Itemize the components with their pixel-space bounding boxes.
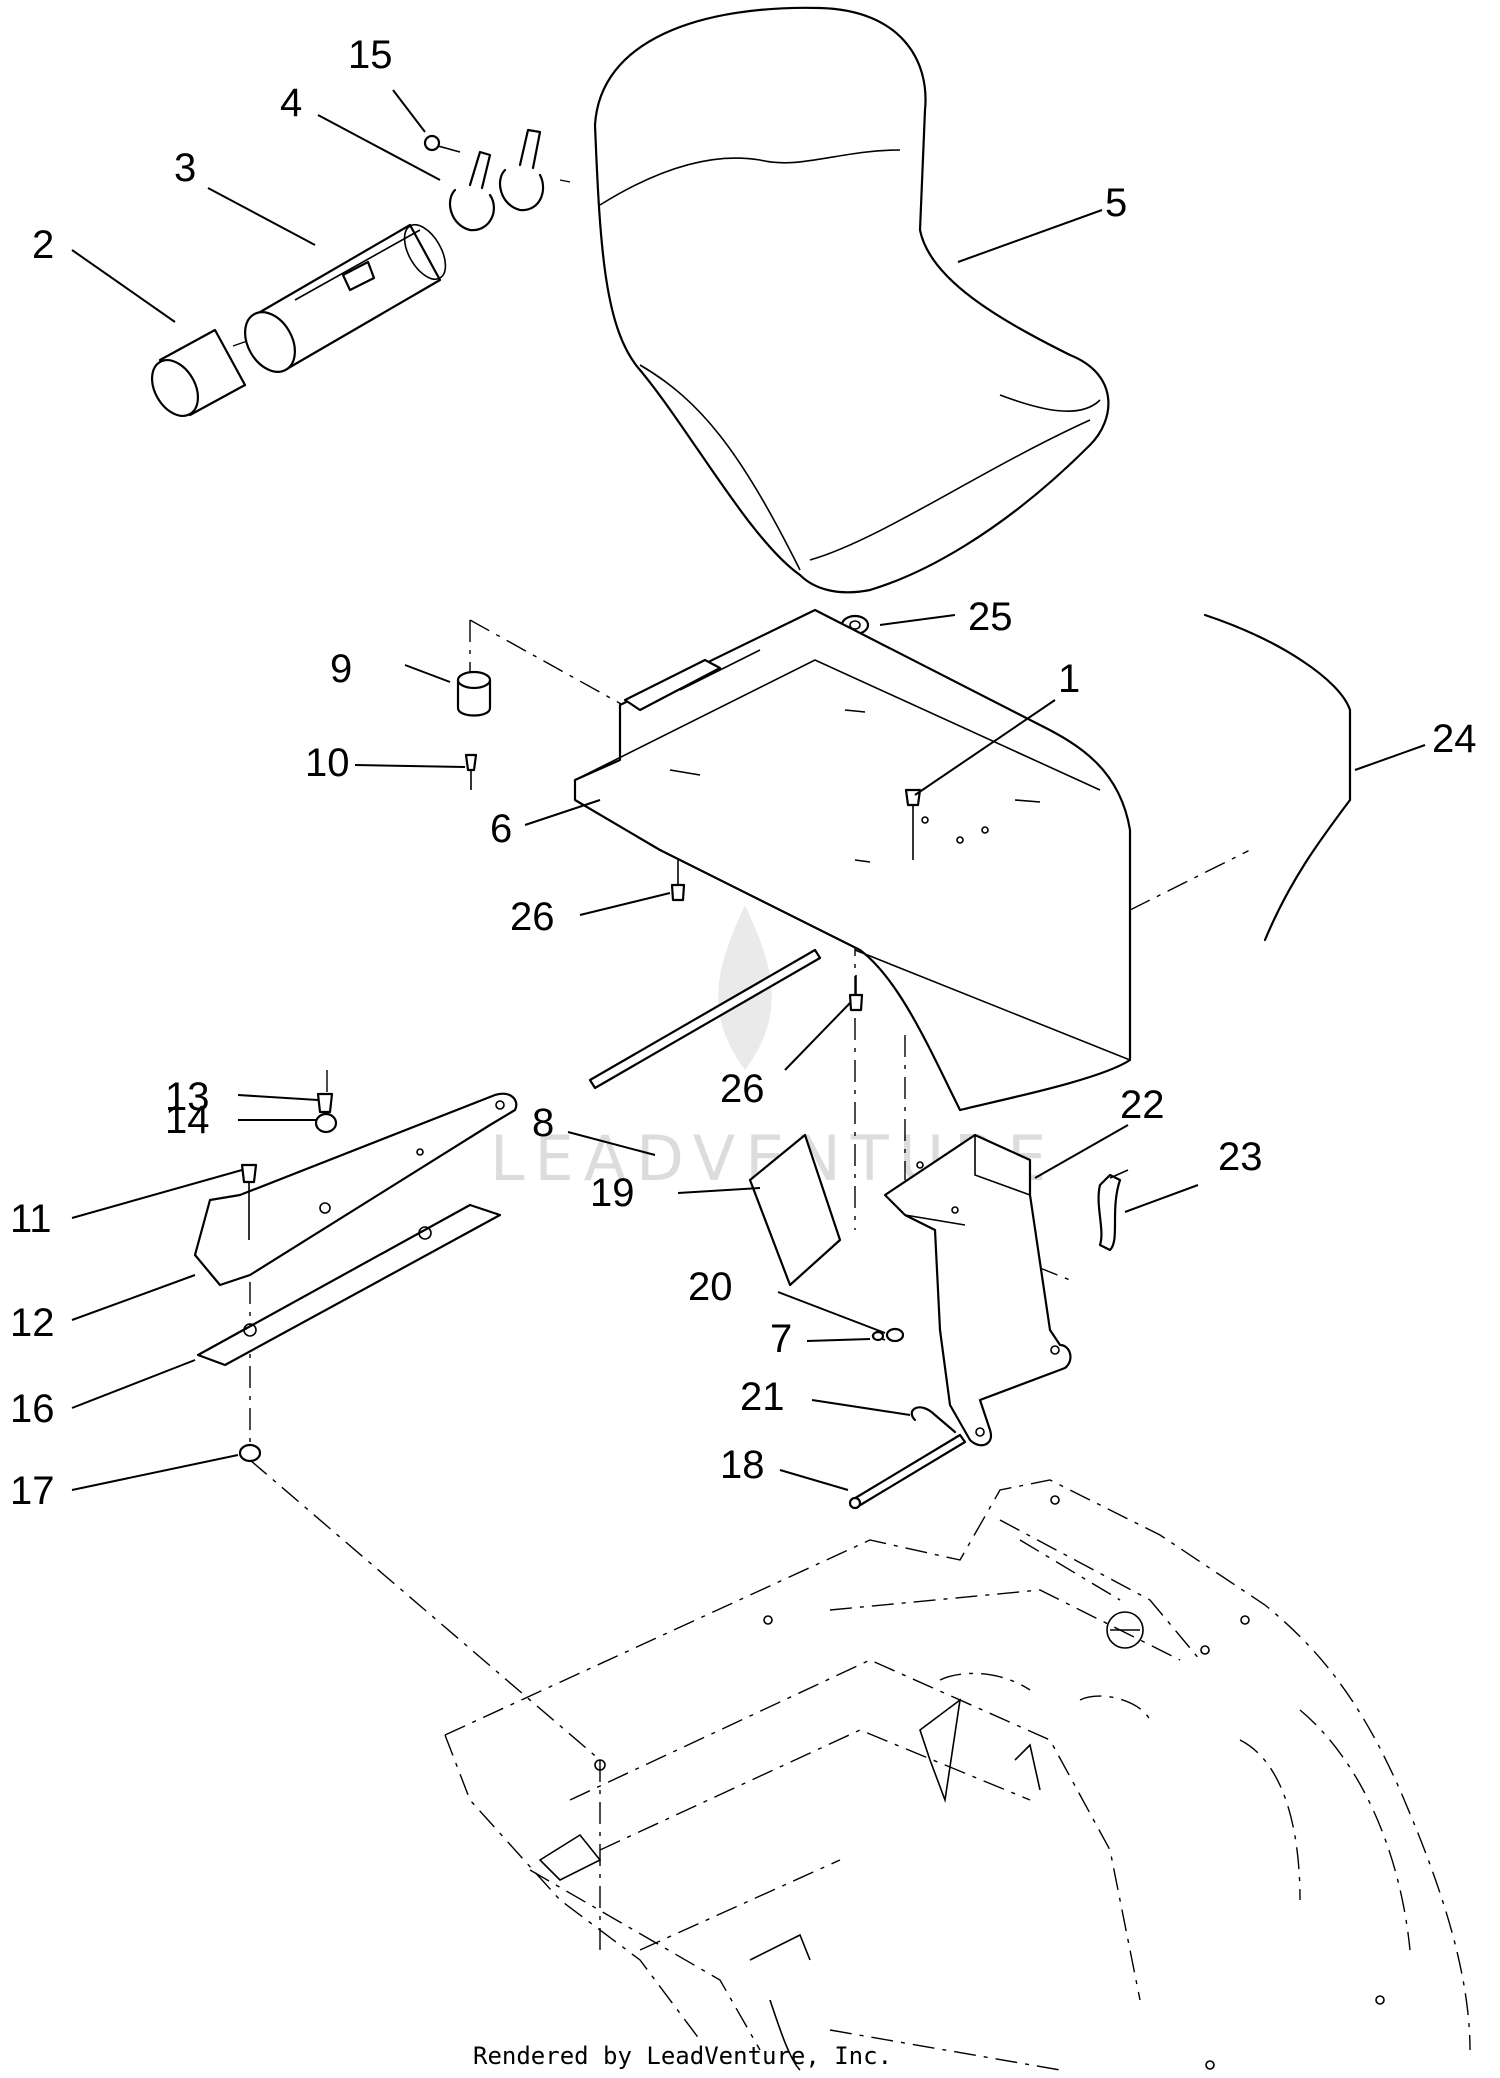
callout-2: 2 [32,223,54,267]
callout-11: 11 [10,1197,52,1241]
callout-24: 24 [1432,717,1477,761]
callout-6: 6 [490,807,512,851]
part-20-washer [885,1327,905,1343]
callout-14: 14 [165,1098,210,1142]
callout-5: 5 [1105,181,1127,225]
callout-17: 17 [10,1469,55,1513]
part-22-seat-support [883,1133,1072,1447]
callout-25: 25 [968,595,1013,639]
part-5-seat [593,6,1110,594]
part-15-screw [423,134,461,153]
callout-19: 19 [590,1171,635,1215]
callout-13: 13 [165,1075,210,1119]
part-13-screw [316,1092,334,1114]
part-6-seat-pan [573,608,1132,1112]
callout-8: 8 [532,1101,554,1145]
part-24-rod [1203,613,1352,942]
part-10-pin [464,753,478,790]
part-9-bumper [456,670,492,717]
part-3-tube [244,223,447,373]
callout-15: 15 [348,33,393,77]
part-16-plate [196,1203,502,1367]
callout-4: 4 [280,81,302,125]
callout-23: 23 [1218,1135,1263,1179]
part-14-grommet [314,1112,338,1134]
callout-20: 20 [688,1265,733,1309]
callout-12: 12 [10,1301,55,1345]
part-18-pin [848,1433,967,1510]
callout-26: 26 [720,1067,765,1111]
callout-10: 10 [305,741,350,785]
callout-26: 26 [510,895,555,939]
part-21-clip [910,1406,957,1434]
callouts: 15 4 3 2 5 25 9 1 24 10 6 26 8 26 13 22 … [10,33,1477,1513]
part-19-pad [748,1133,842,1287]
callout-22: 22 [1120,1083,1165,1127]
callout-16: 16 [10,1387,55,1431]
leader-lines [71,89,1426,1491]
callout-3: 3 [174,146,196,190]
callout-7: 7 [770,1317,792,1361]
part-23-lever [1097,1169,1129,1252]
chassis-reference [444,1479,1471,2071]
callout-18: 18 [720,1443,765,1487]
callout-21: 21 [740,1375,785,1419]
part-17-nut [238,1443,262,1463]
part-7-pin [871,1330,886,1342]
callout-9: 9 [330,647,352,691]
part-26-screw-a [670,860,686,902]
part-2-end-cap [150,328,247,417]
part-11-bolt [240,1163,258,1240]
part-8-strip [588,948,822,1090]
footer-credit: Rendered by LeadVenture, Inc. [473,2042,892,2070]
part-4-clamps [448,128,545,232]
callout-1: 1 [1058,657,1080,701]
part-12-bracket [193,1092,518,1287]
part-26-screw-b [848,975,864,1012]
